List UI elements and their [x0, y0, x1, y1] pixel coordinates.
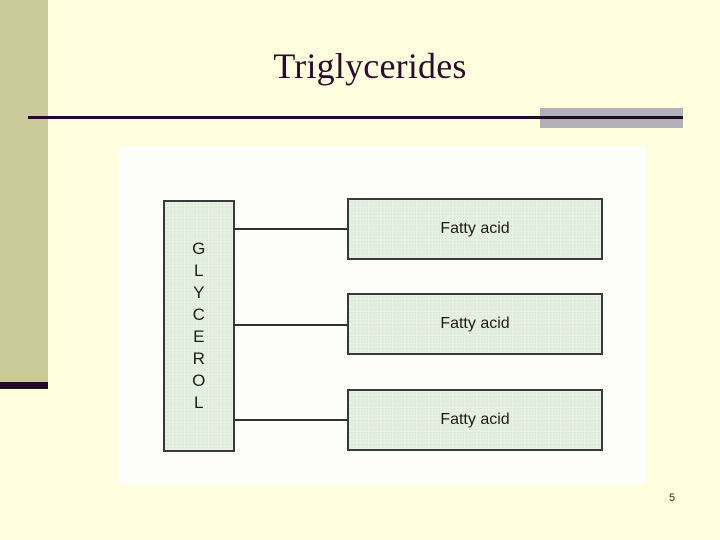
ester-bond-line [234, 324, 348, 326]
glycerol-letter: L [194, 393, 204, 412]
decorative-side-band [0, 0, 48, 382]
ester-bond-line [234, 228, 348, 230]
glycerol-box: G L Y C E R O L [163, 200, 235, 452]
glycerol-letter: R [192, 349, 206, 368]
glycerol-letter: E [193, 327, 205, 346]
decorative-side-band-footer [0, 382, 48, 389]
glycerol-letter: L [194, 261, 204, 280]
ester-bond-line [234, 419, 348, 421]
fatty-acid-box: Fatty acid [347, 198, 603, 260]
glycerol-label: G L Y C E R O L [165, 202, 233, 450]
fatty-acid-label: Fatty acid [440, 411, 510, 428]
title-divider-rule [28, 116, 683, 119]
fatty-acid-box: Fatty acid [347, 389, 603, 451]
fatty-acid-label: Fatty acid [440, 315, 510, 332]
glycerol-letter: G [192, 239, 206, 258]
page-number: 5 [668, 492, 676, 504]
glycerol-letter: O [192, 371, 206, 390]
glycerol-letter: C [192, 305, 206, 324]
fatty-acid-box: Fatty acid [347, 293, 603, 355]
glycerol-letter: Y [193, 283, 205, 302]
fatty-acid-label: Fatty acid [440, 220, 510, 237]
page-title: Triglycerides [273, 46, 467, 86]
